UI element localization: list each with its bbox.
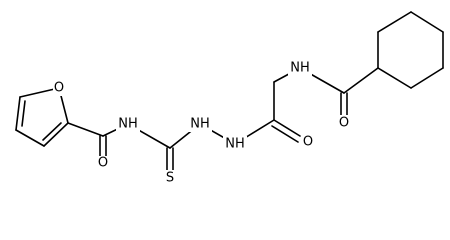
furan-bond-c3-c4 — [15, 129, 45, 147]
cyclohexanecarbonyl-oxygen-label: O — [339, 116, 349, 131]
bond-c2-carbonyl — [67, 122, 104, 137]
cyclohexane-bond-3 — [410, 11, 444, 33]
bond-carbonyl-cyclohexyl — [343, 67, 379, 94]
thiourea-sulfur-label: S — [166, 171, 174, 186]
furan-oxygen-label: O — [54, 81, 64, 96]
cyclohexane-bond-5 — [410, 67, 444, 89]
glycyl-carbonyl-oxygen-label: O — [303, 135, 313, 150]
atom-labels: O O NH S NH NH O NH O — [53, 60, 351, 186]
furan-bond-c5-o — [19, 87, 60, 98]
hydrazine-nh-label-1: NH — [190, 117, 210, 132]
amide-nh-label-2: NH — [290, 61, 310, 76]
chemical-structure: O O NH S NH NH O NH O — [15, 11, 444, 186]
cyclohexane-bond-6 — [377, 67, 412, 89]
glycyl-co-double-bond-a — [273, 119, 301, 137]
cyclohexane-bond-2 — [377, 11, 412, 33]
furan-bond-c2-c3 — [43, 122, 69, 147]
furan-double-bond-c4-c5 — [21, 100, 26, 127]
glycyl-co-double-bond-b — [271, 125, 299, 143]
hydrazine-nh-label-2: NH — [225, 137, 245, 152]
furoyl-carbonyl-oxygen-label: O — [98, 156, 108, 171]
furan-double-bond-c2-c3 — [42, 122, 62, 141]
amide-nh-label-1: NH — [118, 117, 138, 132]
furan-bond-c4-c5 — [15, 96, 21, 131]
